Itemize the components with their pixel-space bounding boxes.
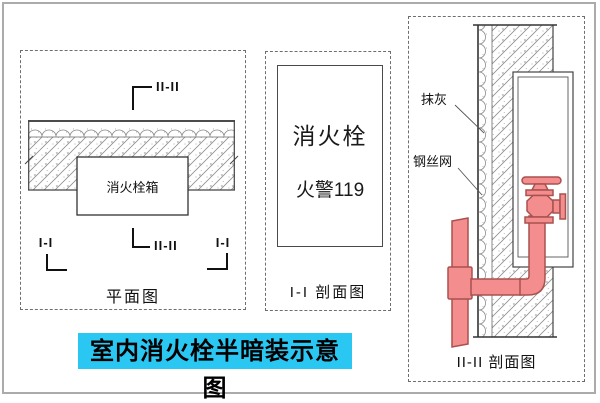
plaster-label: 抹灰 [421,92,448,107]
plan-wall-drawing [24,120,239,216]
valve-stem [530,183,550,191]
section-ii-drawing [447,24,574,348]
pipework [447,176,567,348]
valve-bottom-flange [524,216,554,224]
valve-body [526,194,554,218]
section-marker-top-label: II-II [156,79,180,94]
valve-outlet-flange [559,193,567,220]
section-marker-left-label: I-I [38,235,54,250]
valve-handwheel [521,176,562,185]
plan-view-caption: 平面图 [105,289,160,306]
page-title: 室内消火栓半暗装示意图 [78,333,352,402]
valve-top-flange [525,189,554,197]
cabinet-front-face [277,65,383,247]
section-cut-bracket-left [46,254,67,271]
branch-pipe [470,278,522,296]
wire-mesh-label: 钢丝网 [413,154,453,169]
cabinet-text-line1: 消火栓 [292,123,368,149]
cabinet-text-line2: 火警119 [295,180,365,201]
tee-fitting [447,266,473,300]
hydrant-box-label: 消火栓箱 [106,180,159,195]
section-ii-caption: II-II 剖面图 [456,354,537,371]
section-cut-bracket-bottom [132,228,150,248]
section-cut-bracket-top [132,86,152,110]
section-i-panel [265,51,391,311]
plan-view-panel [20,50,246,310]
section-marker-right-label: I-I [215,235,231,250]
outer-border [2,2,596,394]
section-i-caption: I-I 剖面图 [289,284,367,301]
section-cut-bracket-right [207,253,228,270]
section-marker-bottom-label: II-II [154,238,178,253]
section-ii-panel [408,16,585,382]
valve-outlet-neck [552,199,561,214]
